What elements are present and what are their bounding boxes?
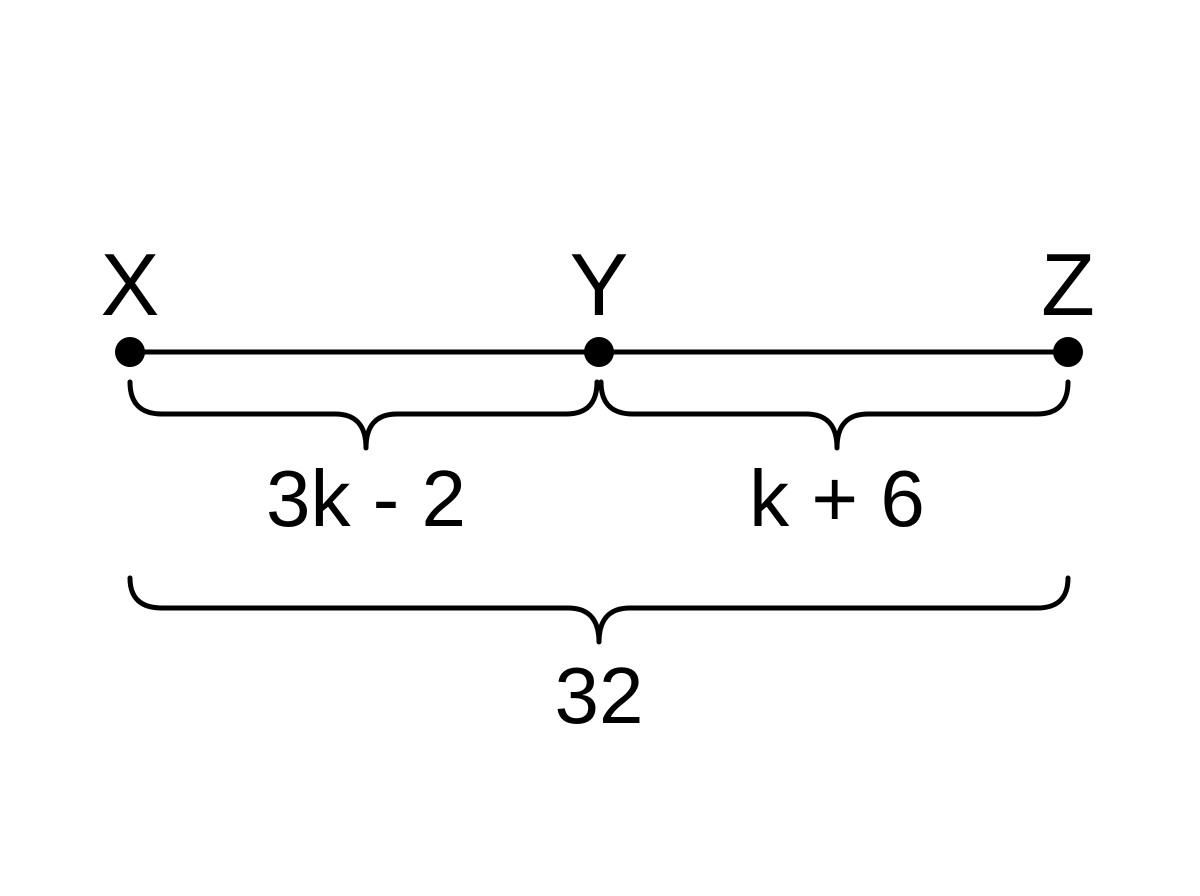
- point-x-dot: [115, 337, 145, 367]
- segment-xz-length-label: 32: [555, 651, 644, 740]
- brace-xy: [127, 379, 600, 451]
- point-z-dot: [1053, 337, 1083, 367]
- point-z-label: Z: [1041, 235, 1095, 334]
- point-y-dot: [584, 337, 614, 367]
- point-y-label: Y: [570, 235, 629, 334]
- segment-yz-length-label: k + 6: [749, 454, 925, 543]
- point-x-label: X: [101, 235, 160, 334]
- brace-xz: [127, 575, 1071, 645]
- segment-xy-length-label: 3k - 2: [266, 454, 466, 543]
- brace-yz: [598, 379, 1071, 451]
